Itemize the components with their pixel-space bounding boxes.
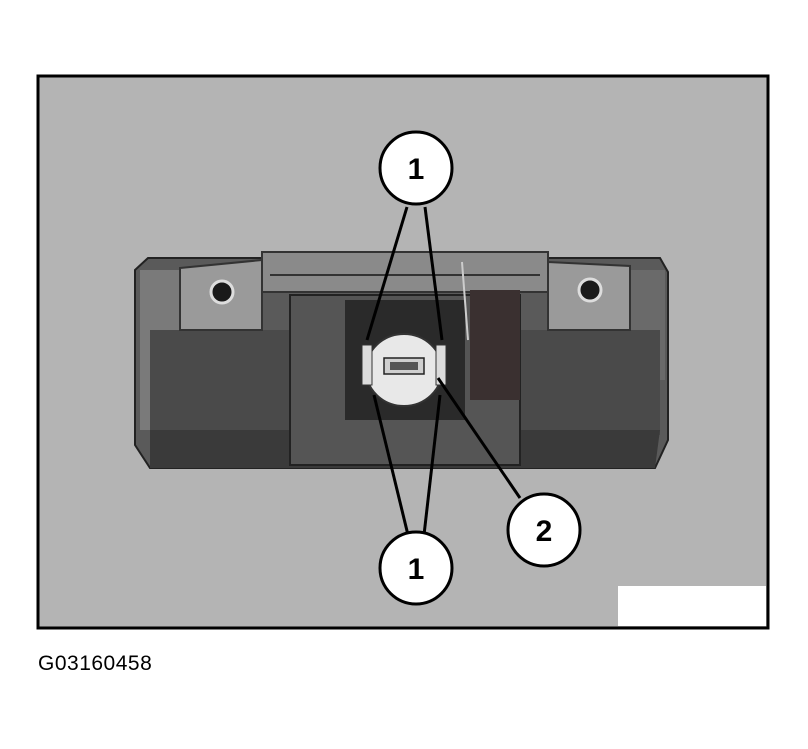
callout-top: 1 bbox=[378, 130, 454, 206]
corner-white-patch bbox=[618, 586, 766, 626]
callout-right-label: 2 bbox=[536, 515, 553, 548]
callout-top-label: 1 bbox=[408, 153, 425, 186]
mounting-bracket bbox=[179, 251, 631, 331]
leader-lines bbox=[365, 206, 522, 536]
callout-bottom: 1 bbox=[378, 530, 454, 606]
figure-code: G03160458 bbox=[38, 652, 153, 675]
callout-bottom-label: 1 bbox=[408, 553, 425, 586]
mounting-hole-left bbox=[209, 279, 235, 305]
callout-right: 2 bbox=[506, 492, 582, 568]
bulb bbox=[361, 333, 447, 407]
mounting-hole-right bbox=[577, 277, 603, 303]
